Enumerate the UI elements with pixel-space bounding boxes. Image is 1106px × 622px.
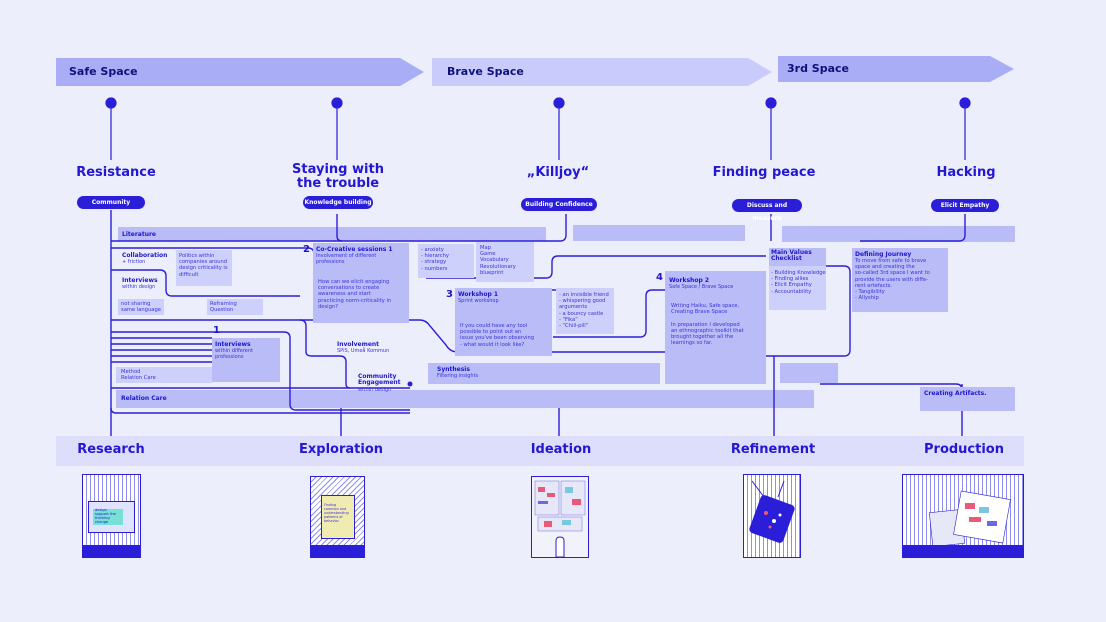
milestone-title-finding-peace: Finding peace	[712, 165, 816, 180]
literature-band	[118, 227, 546, 241]
thumbnail-exploration-caption: Finding common and understanding pattern…	[324, 503, 349, 523]
synthesis-band	[428, 363, 660, 384]
interviews-professions-title: Interviews	[215, 341, 251, 348]
main-values-title: Main Values Checklist	[771, 249, 812, 262]
defining-journey-box: Defining Journey To move from safe to br…	[852, 248, 948, 312]
collaboration-sub: + friction	[122, 259, 146, 265]
thumbnail-research-tag	[93, 509, 123, 525]
safe-space-arrow	[56, 58, 424, 86]
step-number-1: 1	[213, 325, 220, 336]
community-engagement-title: Community Engagement	[358, 373, 401, 386]
badge-elicit-empathy: Elicit Empathy	[931, 199, 999, 212]
method-box	[116, 367, 212, 383]
main-values-list-box: - Building Knowledge - Finding allies - …	[769, 266, 826, 310]
involvement-sub: SPiS, Umeå Kommun	[337, 348, 390, 354]
thumbnail-refinement	[743, 474, 801, 558]
thumbnail-research-footer	[83, 545, 140, 557]
main-values-box: Main Values Checklist	[769, 248, 826, 266]
thumbnail-ideation	[531, 476, 589, 558]
workshop2-sub: Safe Space / Brave Space	[669, 284, 734, 290]
defining-journey-text: To move from safe to brave space and cre…	[855, 258, 930, 302]
method-text: Method Relation Care	[121, 369, 156, 382]
small-band	[780, 363, 838, 383]
literature-band-2	[573, 225, 745, 241]
brave-space-arrow	[432, 58, 772, 86]
defining-journey-title: Defining Journey	[855, 251, 912, 258]
phase-research: Research	[77, 442, 145, 457]
workshop1-sub: Sprint workshop	[458, 298, 499, 304]
involvement-title: Involvement	[337, 341, 380, 348]
cocreative-title: Co-Creative sessions 1	[316, 246, 393, 253]
collaboration-title: Collaboration	[122, 252, 168, 259]
thumbnail-exploration-book	[321, 495, 355, 539]
synthesis-sub: Filtering insights	[437, 373, 479, 379]
creating-artifacts-label: Creating Artifacts.	[924, 390, 987, 397]
interviews-professions-box: Interviews within different professions	[212, 338, 280, 382]
main-values-list: - Building Knowledge - Finding allies - …	[771, 270, 826, 295]
space-label-third: 3rd Space	[787, 62, 849, 75]
anxiety-list-note: - anxiety - hierarchy - strategy - numbe…	[418, 244, 474, 278]
interviews-design-sub: within design	[122, 284, 156, 290]
thumbnail-research: design support the thinking change	[82, 474, 141, 558]
space-label-brave: Brave Space	[447, 65, 524, 78]
workshop1-box: Workshop 1 Sprint workshop If you could …	[455, 288, 552, 356]
thumbnail-production-art	[928, 490, 1011, 547]
relation-care-label: Relation Care	[121, 395, 167, 402]
workshop2-text: Writing Haiku, Safe space, Creating Brav…	[671, 303, 744, 347]
community-engagement-sub: within design	[358, 387, 392, 393]
phase-exploration: Exploration	[299, 442, 383, 457]
synthesis-title: Synthesis	[437, 366, 470, 373]
thumbnail-exploration-footer	[311, 545, 364, 557]
thumbnail-research-caption: design support the thinking change	[95, 508, 116, 524]
creating-artifacts-box: Creating Artifacts.	[920, 387, 1015, 411]
badge-discuss-measure: Discuss and measure	[732, 199, 802, 222]
literature-label: Literature	[122, 231, 156, 238]
interviews-professions-sub: within different professions	[215, 348, 253, 360]
reframing-note: Reframing Question	[207, 299, 263, 315]
map-game-note: Map Game Vocabulary Revolutionary bluepr…	[476, 242, 534, 282]
not-sharing-text: not sharing same language	[121, 301, 161, 314]
cocreative-question: How can we elicit engaging conversations…	[318, 279, 392, 310]
badge-building-confidence: Building Confidence	[521, 198, 597, 211]
step-number-2: 2	[303, 244, 310, 255]
phase-ideation: Ideation	[530, 442, 592, 457]
reframing-text: Reframing Question	[210, 301, 237, 314]
workshop1-question: If you could have any tool possible to p…	[460, 323, 535, 348]
invisible-friend-note: - an invisible friend - whispering good …	[556, 288, 614, 334]
workshop1-title: Workshop 1	[458, 291, 498, 298]
map-game-text: Map Game Vocabulary Revolutionary bluepr…	[480, 245, 516, 276]
politics-text: Politics within companies around design …	[179, 253, 228, 278]
not-sharing-note: not sharing same language	[118, 299, 164, 315]
workshop2-box: Workshop 2 Safe Space / Brave Space Writ…	[665, 271, 766, 384]
thumbnail-exploration: Finding common and understanding pattern…	[310, 476, 365, 558]
badge-knowledge-building: Knowledge building	[303, 196, 373, 209]
thumbnail-ideation-art	[534, 480, 586, 557]
milestone-title-hacking: Hacking	[936, 165, 996, 180]
invisible-friend-text: - an invisible friend - whispering good …	[559, 292, 609, 330]
badge-community: Community	[77, 196, 145, 209]
thumbnail-refinement-art	[749, 480, 795, 543]
interviews-design-title: Interviews	[122, 277, 158, 284]
literature-band-3	[782, 226, 1015, 242]
anxiety-list-text: - anxiety - hierarchy - strategy - numbe…	[421, 247, 449, 272]
step-number-3: 3	[446, 289, 453, 300]
milestone-title-killjoy: „Killjoy“	[526, 165, 590, 180]
cocreative-sub: Involvement of different professions	[316, 253, 377, 265]
milestone-title-resistance: Resistance	[76, 165, 156, 180]
phase-band	[56, 436, 1024, 466]
phase-production: Production	[924, 442, 1004, 457]
politics-note: Politics within companies around design …	[176, 250, 232, 286]
step-number-4: 4	[656, 272, 663, 283]
relation-care-band	[116, 390, 814, 408]
space-label-safe: Safe Space	[69, 65, 138, 78]
cocreative-box: Co-Creative sessions 1 Involvement of di…	[313, 243, 409, 323]
thumbnail-production-footer	[903, 545, 1023, 557]
phase-refinement: Refinement	[730, 442, 816, 457]
thumbnail-production	[902, 474, 1024, 558]
workshop2-title: Workshop 2	[669, 277, 709, 284]
third-space-arrow	[778, 56, 1014, 82]
milestone-title-staying: Staying with the trouble	[292, 162, 384, 191]
